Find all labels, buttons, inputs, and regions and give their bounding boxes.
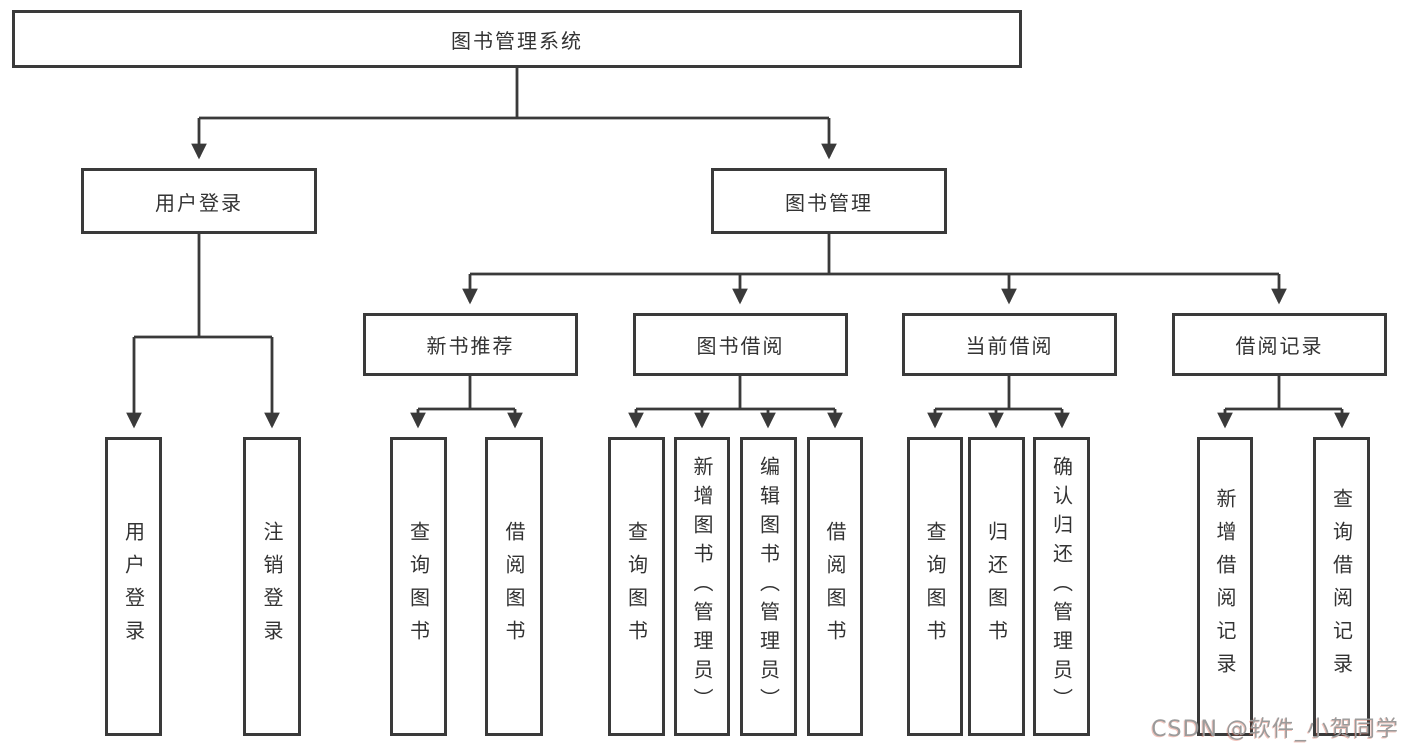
node-current-borrowing: 当前借阅 — [902, 313, 1117, 376]
node-label: 用户登录 — [121, 520, 146, 653]
node-label: 新增借阅记录 — [1213, 487, 1237, 686]
node-label: 查询借阅记录 — [1329, 487, 1354, 686]
leaf-query-books-borrow: 查询图书 — [608, 437, 665, 736]
leaf-logout: 注销登录 — [243, 437, 301, 736]
node-label: 查询图书 — [624, 520, 649, 653]
leaf-add-borrow-record: 新增借阅记录 — [1197, 437, 1253, 736]
node-label: 借阅图书 — [823, 520, 847, 653]
node-label: 借阅图书 — [502, 520, 526, 653]
node-book-borrowing: 图书借阅 — [633, 313, 848, 376]
leaf-borrow-books-recommend: 借阅图书 — [485, 437, 543, 736]
node-library-management-system: 图书管理系统 — [12, 10, 1022, 68]
node-label: 新增图书（管理员） — [690, 456, 714, 717]
leaf-confirm-return-admin: 确认归还（管理员） — [1033, 437, 1090, 736]
node-label: 确认归还（管理员） — [1049, 456, 1074, 717]
leaf-return-books: 归还图书 — [968, 437, 1025, 736]
node-label: 图书管理 — [785, 190, 873, 215]
leaf-query-books-recommend: 查询图书 — [390, 437, 447, 736]
node-new-book-recommend: 新书推荐 — [363, 313, 578, 376]
node-label: 编辑图书（管理员） — [756, 456, 781, 717]
node-label: 新书推荐 — [426, 334, 515, 358]
node-label: 图书管理系统 — [451, 28, 583, 53]
node-label: 当前借阅 — [965, 334, 1054, 358]
node-user-login-branch: 用户登录 — [81, 168, 317, 234]
leaf-add-books-admin: 新增图书（管理员） — [674, 437, 730, 736]
node-label: 查询图书 — [406, 520, 431, 653]
node-label: 借阅记录 — [1235, 334, 1324, 358]
node-label: 注销登录 — [260, 520, 284, 653]
node-label: 用户登录 — [155, 190, 243, 215]
node-borrowing-records: 借阅记录 — [1172, 313, 1387, 376]
leaf-edit-books-admin: 编辑图书（管理员） — [740, 437, 797, 736]
node-book-management: 图书管理 — [711, 168, 947, 234]
csdn-watermark: CSDN @软件_小贺同学 — [1151, 717, 1399, 742]
leaf-query-borrow-record: 查询借阅记录 — [1313, 437, 1370, 736]
leaf-query-books-current: 查询图书 — [907, 437, 963, 736]
node-label: 图书借阅 — [696, 334, 785, 358]
node-label: 归还图书 — [984, 520, 1009, 653]
connector-arrows — [126, 118, 1350, 429]
leaf-user-login: 用户登录 — [105, 437, 162, 736]
node-label: 查询图书 — [923, 520, 947, 653]
leaf-borrow-books: 借阅图书 — [807, 437, 863, 736]
